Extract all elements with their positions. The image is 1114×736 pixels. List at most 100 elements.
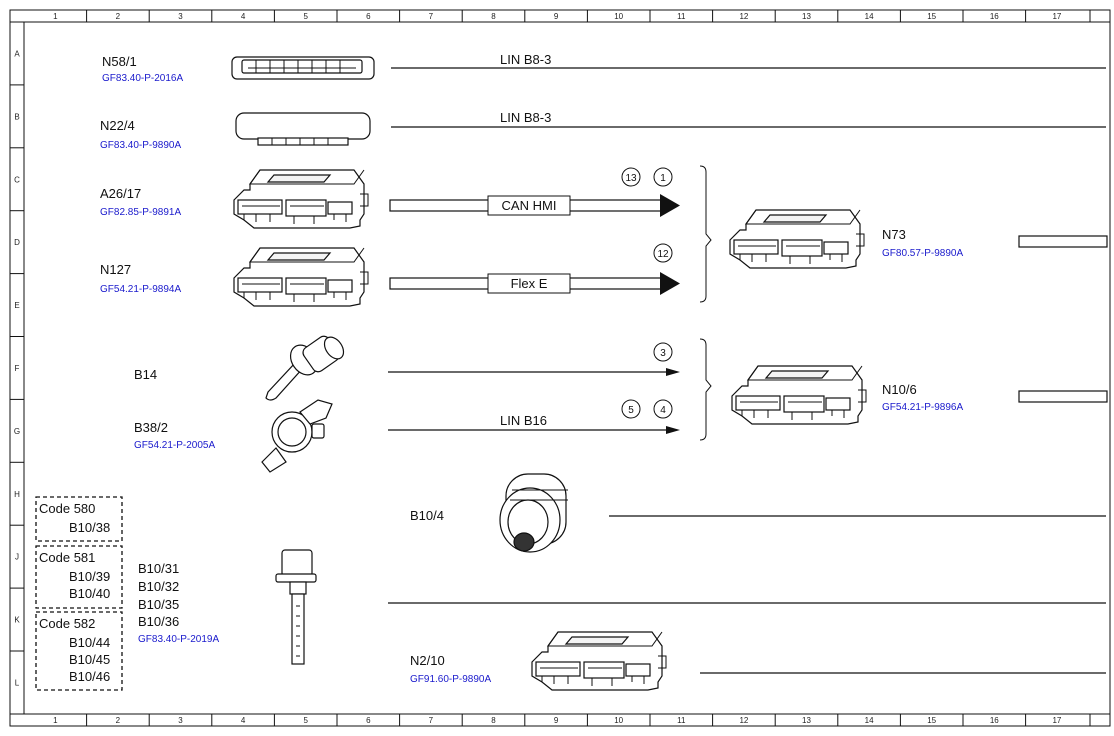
component-n127[interactable]: N127 GF54.21-P-9894A [100, 247, 369, 307]
grid-row-A: A [14, 49, 20, 58]
grid-col-top-8: 8 [491, 12, 496, 21]
grid-col-bottom-2: 2 [116, 716, 121, 725]
svg-text:1: 1 [660, 173, 666, 184]
svg-text:3: 3 [660, 348, 666, 359]
n127-ref[interactable]: GF54.21-P-9894A [100, 284, 181, 295]
grid-col-top-2: 2 [116, 12, 121, 21]
component-a26-17[interactable]: A26/17 GF82.85-P-9891A [100, 169, 369, 229]
grid-col-bottom-15: 15 [927, 716, 936, 725]
n2-10-ref[interactable]: GF91.60-P-9890A [410, 674, 491, 685]
grid-row-L: L [15, 678, 20, 687]
grid-row-H: H [14, 490, 20, 499]
code-box-item: B10/44 [69, 635, 110, 650]
grid-col-bottom-5: 5 [303, 716, 308, 725]
grid-col-top-5: 5 [303, 12, 308, 21]
a26-17-ref[interactable]: GF82.85-P-9891A [100, 207, 181, 218]
brace-n10-6 [699, 338, 712, 441]
b10-31-label: B10/31 [138, 561, 179, 576]
n58-1-label: N58/1 [102, 54, 137, 69]
grid-col-top-11: 11 [677, 12, 686, 21]
n58-1-ref[interactable]: GF83.40-P-2016A [102, 73, 183, 84]
grid-col-top-7: 7 [429, 12, 434, 21]
a26-17-label: A26/17 [100, 186, 141, 201]
code-box-title: Code 581 [39, 550, 95, 565]
marker-5: 5 [621, 399, 641, 419]
n58-1-part-icon [231, 56, 375, 80]
n73-ref[interactable]: GF80.57-P-9890A [882, 248, 963, 259]
b38-2-sensor-icon [261, 399, 333, 473]
grid-row-E: E [14, 301, 19, 310]
b10-32-label: B10/32 [138, 579, 179, 594]
code-box-title: Code 582 [39, 616, 95, 631]
code-box-item: B10/45 [69, 652, 110, 667]
grid-col-top-12: 12 [739, 12, 748, 21]
component-n73[interactable]: N73 GF80.57-P-9890A [729, 209, 963, 269]
grid-row-K: K [14, 616, 20, 625]
grid-col-bottom-10: 10 [614, 716, 623, 725]
n22-4-part-icon [235, 112, 371, 146]
grid-row-C: C [14, 175, 20, 184]
n127-ecu-icon [233, 247, 369, 307]
svg-text:5: 5 [628, 405, 634, 416]
grid-row-D: D [14, 238, 20, 247]
n22-4-ref[interactable]: GF83.40-P-9890A [100, 140, 181, 151]
grid-col-bottom-17: 17 [1052, 716, 1061, 725]
grid-col-top-9: 9 [554, 12, 559, 21]
bus-flex-e-label: Flex E [511, 276, 548, 291]
code-box-item: B10/40 [69, 586, 110, 601]
grid-row-F: F [15, 364, 20, 373]
grid-col-top-10: 10 [614, 12, 623, 21]
grid-col-bottom-1: 1 [53, 716, 58, 725]
n73-label: N73 [882, 227, 906, 242]
component-n10-6[interactable]: N10/6 GF54.21-P-9896A [731, 365, 963, 425]
brace-n73 [699, 165, 712, 303]
marker-13: 13 [621, 167, 641, 187]
component-b38-2[interactable]: B38/2 GF54.21-P-2005A [134, 399, 333, 473]
grid-col-top-16: 16 [990, 12, 999, 21]
b14-sensor-icon [265, 335, 345, 401]
component-b10-4[interactable]: B10/4 [410, 473, 568, 553]
component-b14[interactable]: B14 [134, 334, 347, 401]
n10-6-ecu-icon [731, 365, 867, 425]
code-box-item: B10/46 [69, 669, 110, 684]
n73-output-bar [1018, 235, 1108, 248]
grid-col-top-14: 14 [865, 12, 874, 21]
b10-36-label: B10/36 [138, 614, 179, 629]
n22-4-label: N22/4 [100, 118, 135, 133]
a26-17-ecu-icon [233, 169, 369, 229]
bus-lin-b16-label: LIN B16 [500, 413, 547, 428]
level-sensor-icon [275, 549, 317, 665]
code-box-item: B10/38 [69, 520, 110, 535]
grid-col-bottom-3: 3 [178, 716, 183, 725]
grid-col-bottom-4: 4 [241, 716, 246, 725]
b10-4-sensor-icon [499, 473, 568, 553]
b10-4-label: B10/4 [410, 508, 444, 523]
n10-6-label: N10/6 [882, 382, 917, 397]
component-n58-1[interactable]: N58/1 GF83.40-P-2016A [102, 54, 375, 84]
n10-6-ref[interactable]: GF54.21-P-9896A [882, 402, 963, 413]
bus-can-hmi-label: CAN HMI [502, 198, 557, 213]
component-b10-31-group[interactable]: B10/31 B10/32 B10/35 B10/36 GF83.40-P-20… [138, 549, 317, 665]
code-box-title: Code 580 [39, 501, 95, 516]
component-n22-4[interactable]: N22/4 GF83.40-P-9890A [100, 112, 371, 151]
grid-col-top-6: 6 [366, 12, 371, 21]
b10-35-label: B10/35 [138, 597, 179, 612]
n127-label: N127 [100, 262, 131, 277]
b38-2-label: B38/2 [134, 420, 168, 435]
component-n2-10[interactable]: N2/10 GF91.60-P-9890A [410, 631, 667, 691]
grid-col-bottom-11: 11 [677, 716, 686, 725]
marker-12: 12 [653, 243, 673, 263]
b38-2-ref[interactable]: GF54.21-P-2005A [134, 440, 215, 451]
n2-10-label: N2/10 [410, 653, 445, 668]
bus-lin-b8-3-bottom: LIN B8-3 [500, 110, 551, 125]
svg-text:4: 4 [660, 405, 666, 416]
grid-col-top-4: 4 [241, 12, 246, 21]
b10-31-ref[interactable]: GF83.40-P-2019A [138, 634, 219, 645]
